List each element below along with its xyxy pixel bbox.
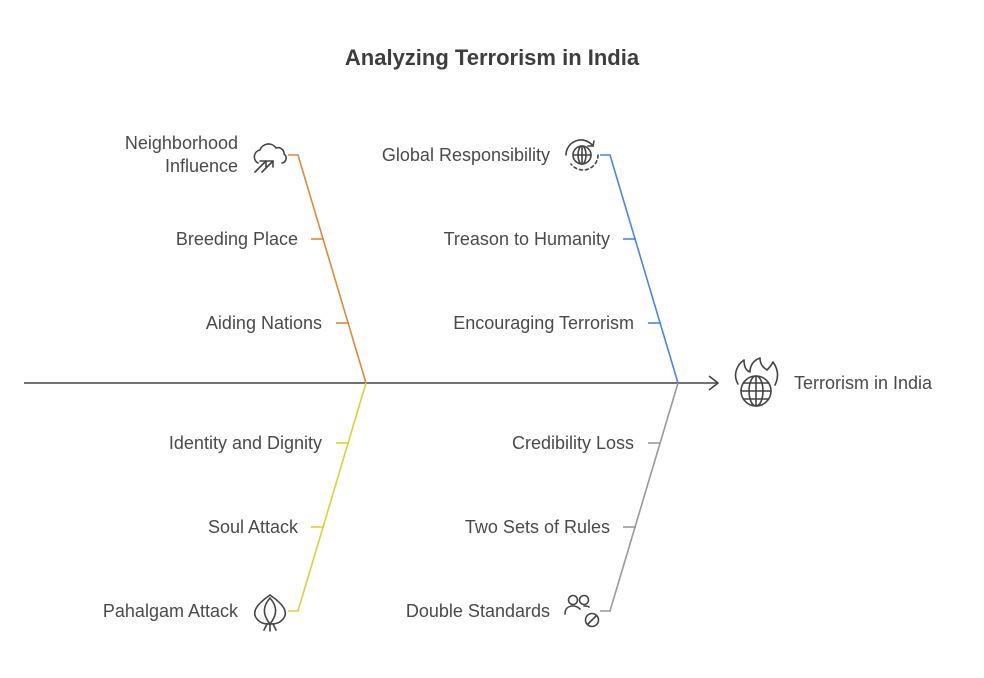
treason-to-humanity-label: Treason to Humanity bbox=[443, 229, 610, 249]
branch-double-standards-line bbox=[600, 382, 679, 612]
branch-neighborhood bbox=[288, 154, 367, 384]
branch-double-standards bbox=[600, 382, 679, 612]
aiding-nations-label: Aiding Nations bbox=[205, 313, 322, 333]
global-responsibility-label: Global Responsibility bbox=[381, 145, 550, 165]
branch-pahalgam-line bbox=[288, 382, 367, 612]
credibility-loss-label: Credibility Loss bbox=[511, 433, 634, 453]
soul-attack-label: Soul Attack bbox=[207, 517, 298, 537]
breeding-place-label: Breeding Place bbox=[175, 229, 298, 249]
rotating-globe-icon bbox=[565, 139, 599, 171]
branch-neighborhood-line bbox=[288, 154, 367, 384]
diagram-title: Analyzing Terrorism in India bbox=[344, 45, 640, 70]
two-sets-of-rules-label: Two Sets of Rules bbox=[464, 517, 610, 537]
users-blocked-icon bbox=[564, 594, 600, 628]
branch-pahalgam bbox=[288, 382, 367, 612]
identity-and-dignity-label: Identity and Dignity bbox=[168, 433, 322, 453]
spine-arrowhead bbox=[708, 375, 720, 391]
effect-label: Terrorism in India bbox=[794, 373, 933, 393]
onion-icon bbox=[253, 594, 287, 632]
neighborhood-influence-label-line1: Neighborhood bbox=[124, 133, 238, 153]
pahalgam-attack-label: Pahalgam Attack bbox=[102, 601, 238, 621]
neighborhood-influence-label: Neighborhood Influence bbox=[125, 132, 238, 178]
double-standards-label: Double Standards bbox=[405, 601, 550, 621]
branch-global-line bbox=[600, 154, 679, 384]
branch-global bbox=[600, 154, 679, 384]
encouraging-terrorism-label: Encouraging Terrorism bbox=[453, 313, 634, 333]
neighborhood-influence-label-line2: Influence bbox=[164, 156, 238, 176]
cloud-arrows-icon bbox=[253, 143, 287, 173]
burning-globe-icon bbox=[734, 357, 779, 407]
